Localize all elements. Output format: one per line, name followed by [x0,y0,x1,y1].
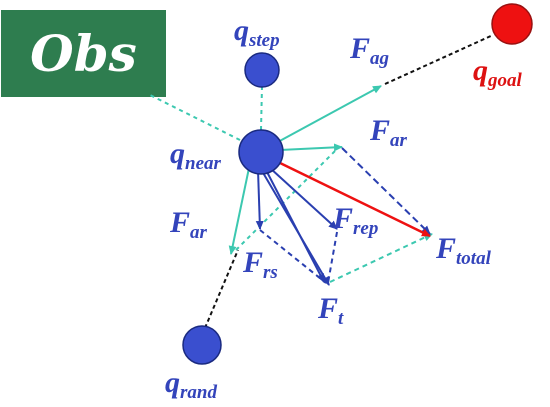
label-q-near: qnear [170,137,222,174]
arrow-f-t [261,170,330,286]
label-f-rep: Frep [332,202,378,239]
label-f-ag: Fag [349,32,389,69]
dashed-rep-to-ft [327,231,338,284]
obstacle-box: Obs [1,10,166,97]
label-q-step: qstep [234,14,280,51]
link-ag-to-goal [384,34,494,85]
arrow-f-total [277,160,431,238]
label-f-t: Ft [317,292,344,329]
arrow-f-rs [255,169,264,230]
link-rand-to-ar [204,249,239,329]
arrow-f-ar-left [228,167,250,255]
arrow-f-ag [275,85,382,144]
node-q-goal [491,3,533,45]
link-near-to-step [260,85,263,131]
label-f-ar-left: Far [169,206,208,243]
arrow-f-ar-right [279,143,343,152]
link-near-to-obstacle [149,94,241,141]
dashed-ar-to-ftotal [341,147,431,235]
label-q-goal: qgoal [473,54,523,91]
label-f-total: Ftotal [435,232,492,269]
label-f-rs: Frs [242,246,278,283]
node-q-step [244,52,280,88]
arrow-f-rep-short [269,167,338,230]
node-q-near [238,129,284,175]
label-q-rand: qrand [165,366,217,403]
link-ar-far-dotted [235,147,339,251]
label-f-ar-right: Far [369,114,408,151]
node-q-rand [182,325,222,365]
arrow-ft-to-ftotal [329,233,433,283]
obstacle-label: Obs [30,24,137,83]
